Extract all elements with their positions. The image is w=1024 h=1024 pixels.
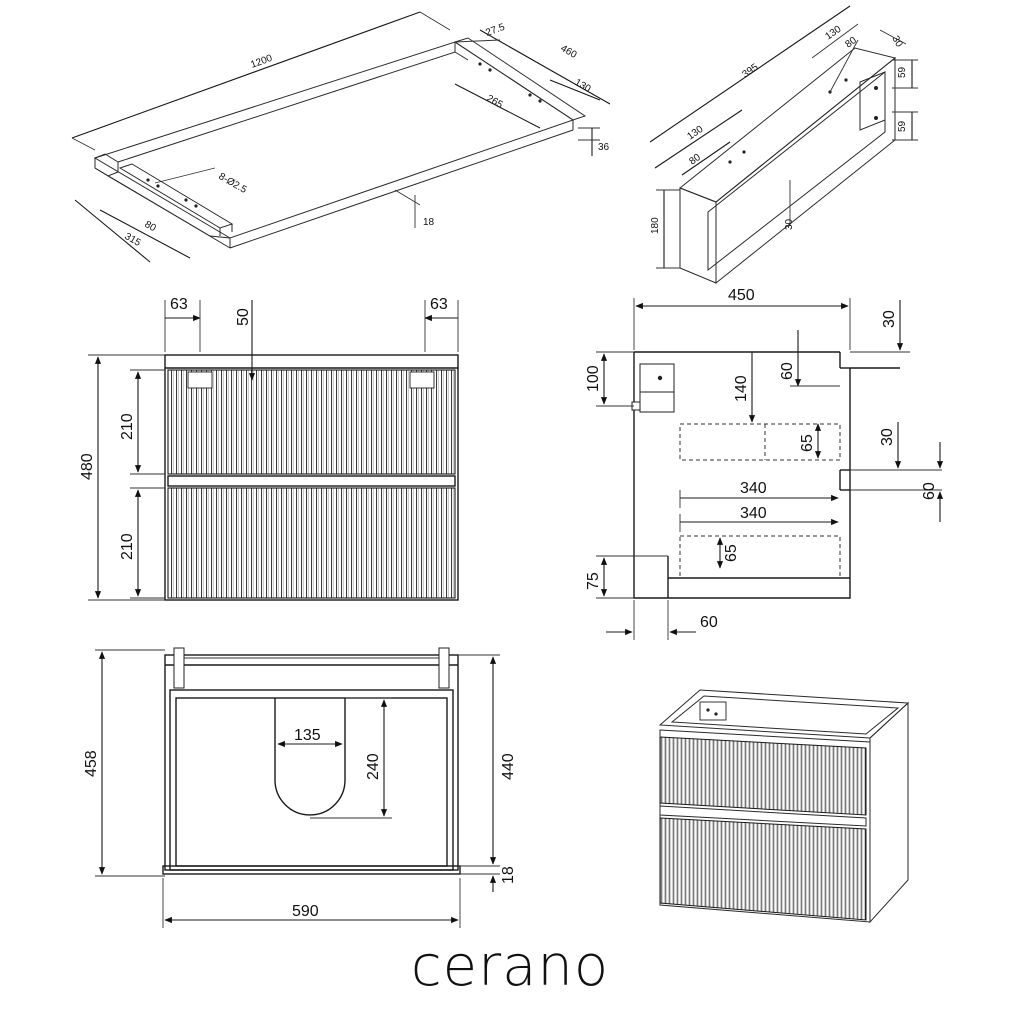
wall-bracket xyxy=(639,363,675,393)
dim-30-wall: 30 xyxy=(784,218,795,230)
back-panel xyxy=(169,689,454,871)
plumbing-cutout xyxy=(274,698,346,816)
dim-27-5: 27.5 xyxy=(484,22,506,39)
dim-210-upper: 210 xyxy=(119,413,136,440)
dim-458: 458 xyxy=(83,750,100,777)
dim-130-top: 130 xyxy=(823,24,843,43)
dim-18: 18 xyxy=(423,217,435,228)
dim-135: 135 xyxy=(294,727,321,744)
upper-drawer-box xyxy=(679,423,841,461)
dim-100: 100 xyxy=(585,365,602,392)
back-base xyxy=(162,865,461,875)
lower-drawer-box xyxy=(679,535,841,579)
dim-63-right: 63 xyxy=(430,296,448,313)
dim-60-rail: 60 xyxy=(921,482,938,500)
dim-395: 395 xyxy=(740,62,760,81)
dim-315: 315 xyxy=(123,231,143,249)
dim-210-lower: 210 xyxy=(119,533,136,560)
dim-450: 450 xyxy=(728,287,755,304)
cabinet-top xyxy=(658,689,910,739)
dim-60-upper: 60 xyxy=(779,362,796,380)
isometric-cabinet-view xyxy=(658,689,910,924)
dim-30-top: 30 xyxy=(889,34,904,50)
dim-340-lower: 340 xyxy=(740,505,767,522)
lower-drawer-front xyxy=(167,487,456,599)
dim-18-back: 18 xyxy=(500,866,517,884)
dim-59-lower: 59 xyxy=(897,120,908,132)
dim-140: 140 xyxy=(733,375,750,402)
dim-36: 36 xyxy=(598,142,610,153)
isometric-bracket-view: 395 130 80 30 59 59 130 80 180 30 xyxy=(649,5,918,285)
dim-460: 460 xyxy=(559,43,579,61)
dim-65-lower: 65 xyxy=(723,544,740,562)
dim-1200: 1200 xyxy=(249,53,274,71)
dim-30-rail: 30 xyxy=(879,428,896,446)
bracket-inner xyxy=(707,70,886,272)
dim-65-upper: 65 xyxy=(799,434,816,452)
dim-590: 590 xyxy=(292,903,319,920)
bracket-side xyxy=(715,56,896,285)
drawer-handle-gap xyxy=(167,475,456,487)
side-outline xyxy=(633,352,851,599)
mounting-holes xyxy=(146,62,542,208)
dim-480: 480 xyxy=(79,453,96,480)
dim-60-plinth: 60 xyxy=(700,614,718,631)
isometric-frame-view: 1200 460 27.5 265 130 36 8-Ø2.5 80 315 1… xyxy=(71,11,611,263)
frame-outline xyxy=(93,41,575,239)
cabinet-outline xyxy=(164,354,459,601)
mount-bracket-left xyxy=(187,371,213,389)
dim-59-upper: 59 xyxy=(897,66,908,78)
bracket-top xyxy=(679,47,897,203)
dim-440: 440 xyxy=(500,753,517,780)
dim-80-side: 80 xyxy=(687,152,703,168)
dim-holes: 8-Ø2.5 xyxy=(217,171,249,196)
width-dim-line xyxy=(71,11,421,139)
dim-30-top: 30 xyxy=(881,310,898,328)
dim-80: 80 xyxy=(143,219,159,234)
brand-logo: cerano xyxy=(411,934,609,999)
iso-lower-drawer xyxy=(659,817,867,921)
rear-rail xyxy=(453,37,587,121)
side-rail xyxy=(118,163,234,229)
bracket-front xyxy=(679,187,717,284)
iso-upper-drawer xyxy=(659,736,867,816)
dim-340-upper: 340 xyxy=(740,480,767,497)
dim-180: 180 xyxy=(650,217,661,234)
dim-130-side: 130 xyxy=(685,124,705,143)
dim-75: 75 xyxy=(585,572,602,590)
dim-63-left: 63 xyxy=(170,296,188,313)
front-view: 63 50 63 480 210 210 xyxy=(79,296,459,601)
back-view: 135 240 458 440 18 590 xyxy=(83,647,517,928)
back-outline xyxy=(164,654,459,871)
mount-bracket-right xyxy=(409,371,435,389)
dim-50: 50 xyxy=(235,308,252,326)
cabinet-side xyxy=(869,701,909,924)
upper-drawer-front xyxy=(167,369,456,475)
dim-240: 240 xyxy=(365,753,382,780)
side-view: 450 30 100 140 60 65 30 60 340 340 65 xyxy=(585,287,944,640)
